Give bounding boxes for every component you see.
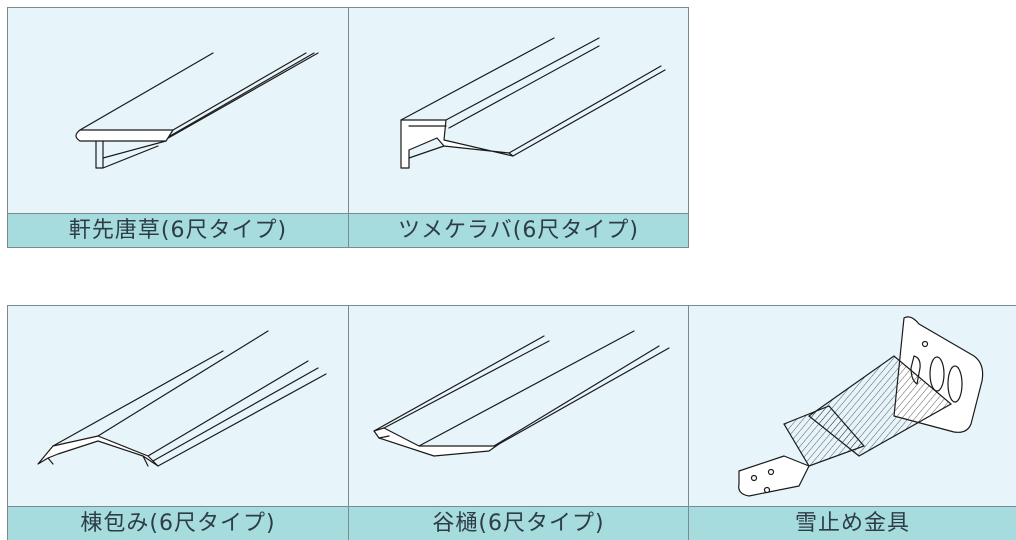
product-card-snow-guard[interactable]: 雪止め金具: [688, 305, 1016, 540]
snow-guard-bracket-icon: [738, 316, 984, 497]
product-card-valley-gutter[interactable]: 谷樋(6尺タイプ): [348, 305, 689, 540]
product-label: 棟包み(6尺タイプ): [8, 506, 348, 540]
eaves-drip-flashing-icon: [75, 52, 319, 169]
product-card-ridge-cap[interactable]: 棟包み(6尺タイプ): [7, 305, 349, 540]
verge-flashing-icon: [400, 37, 666, 169]
product-label: 雪止め金具: [689, 506, 1016, 540]
ridge-cap-icon: [37, 330, 327, 467]
product-card-verge-flashing[interactable]: ツメケラバ(6尺タイプ): [348, 7, 689, 248]
product-label: 軒先唐草(6尺タイプ): [8, 213, 348, 247]
product-label: 谷樋(6尺タイプ): [349, 506, 688, 540]
product-label: ツメケラバ(6尺タイプ): [349, 213, 688, 247]
product-card-eaves-flashing[interactable]: 軒先唐草(6尺タイプ): [7, 7, 349, 248]
valley-gutter-icon: [373, 330, 670, 457]
